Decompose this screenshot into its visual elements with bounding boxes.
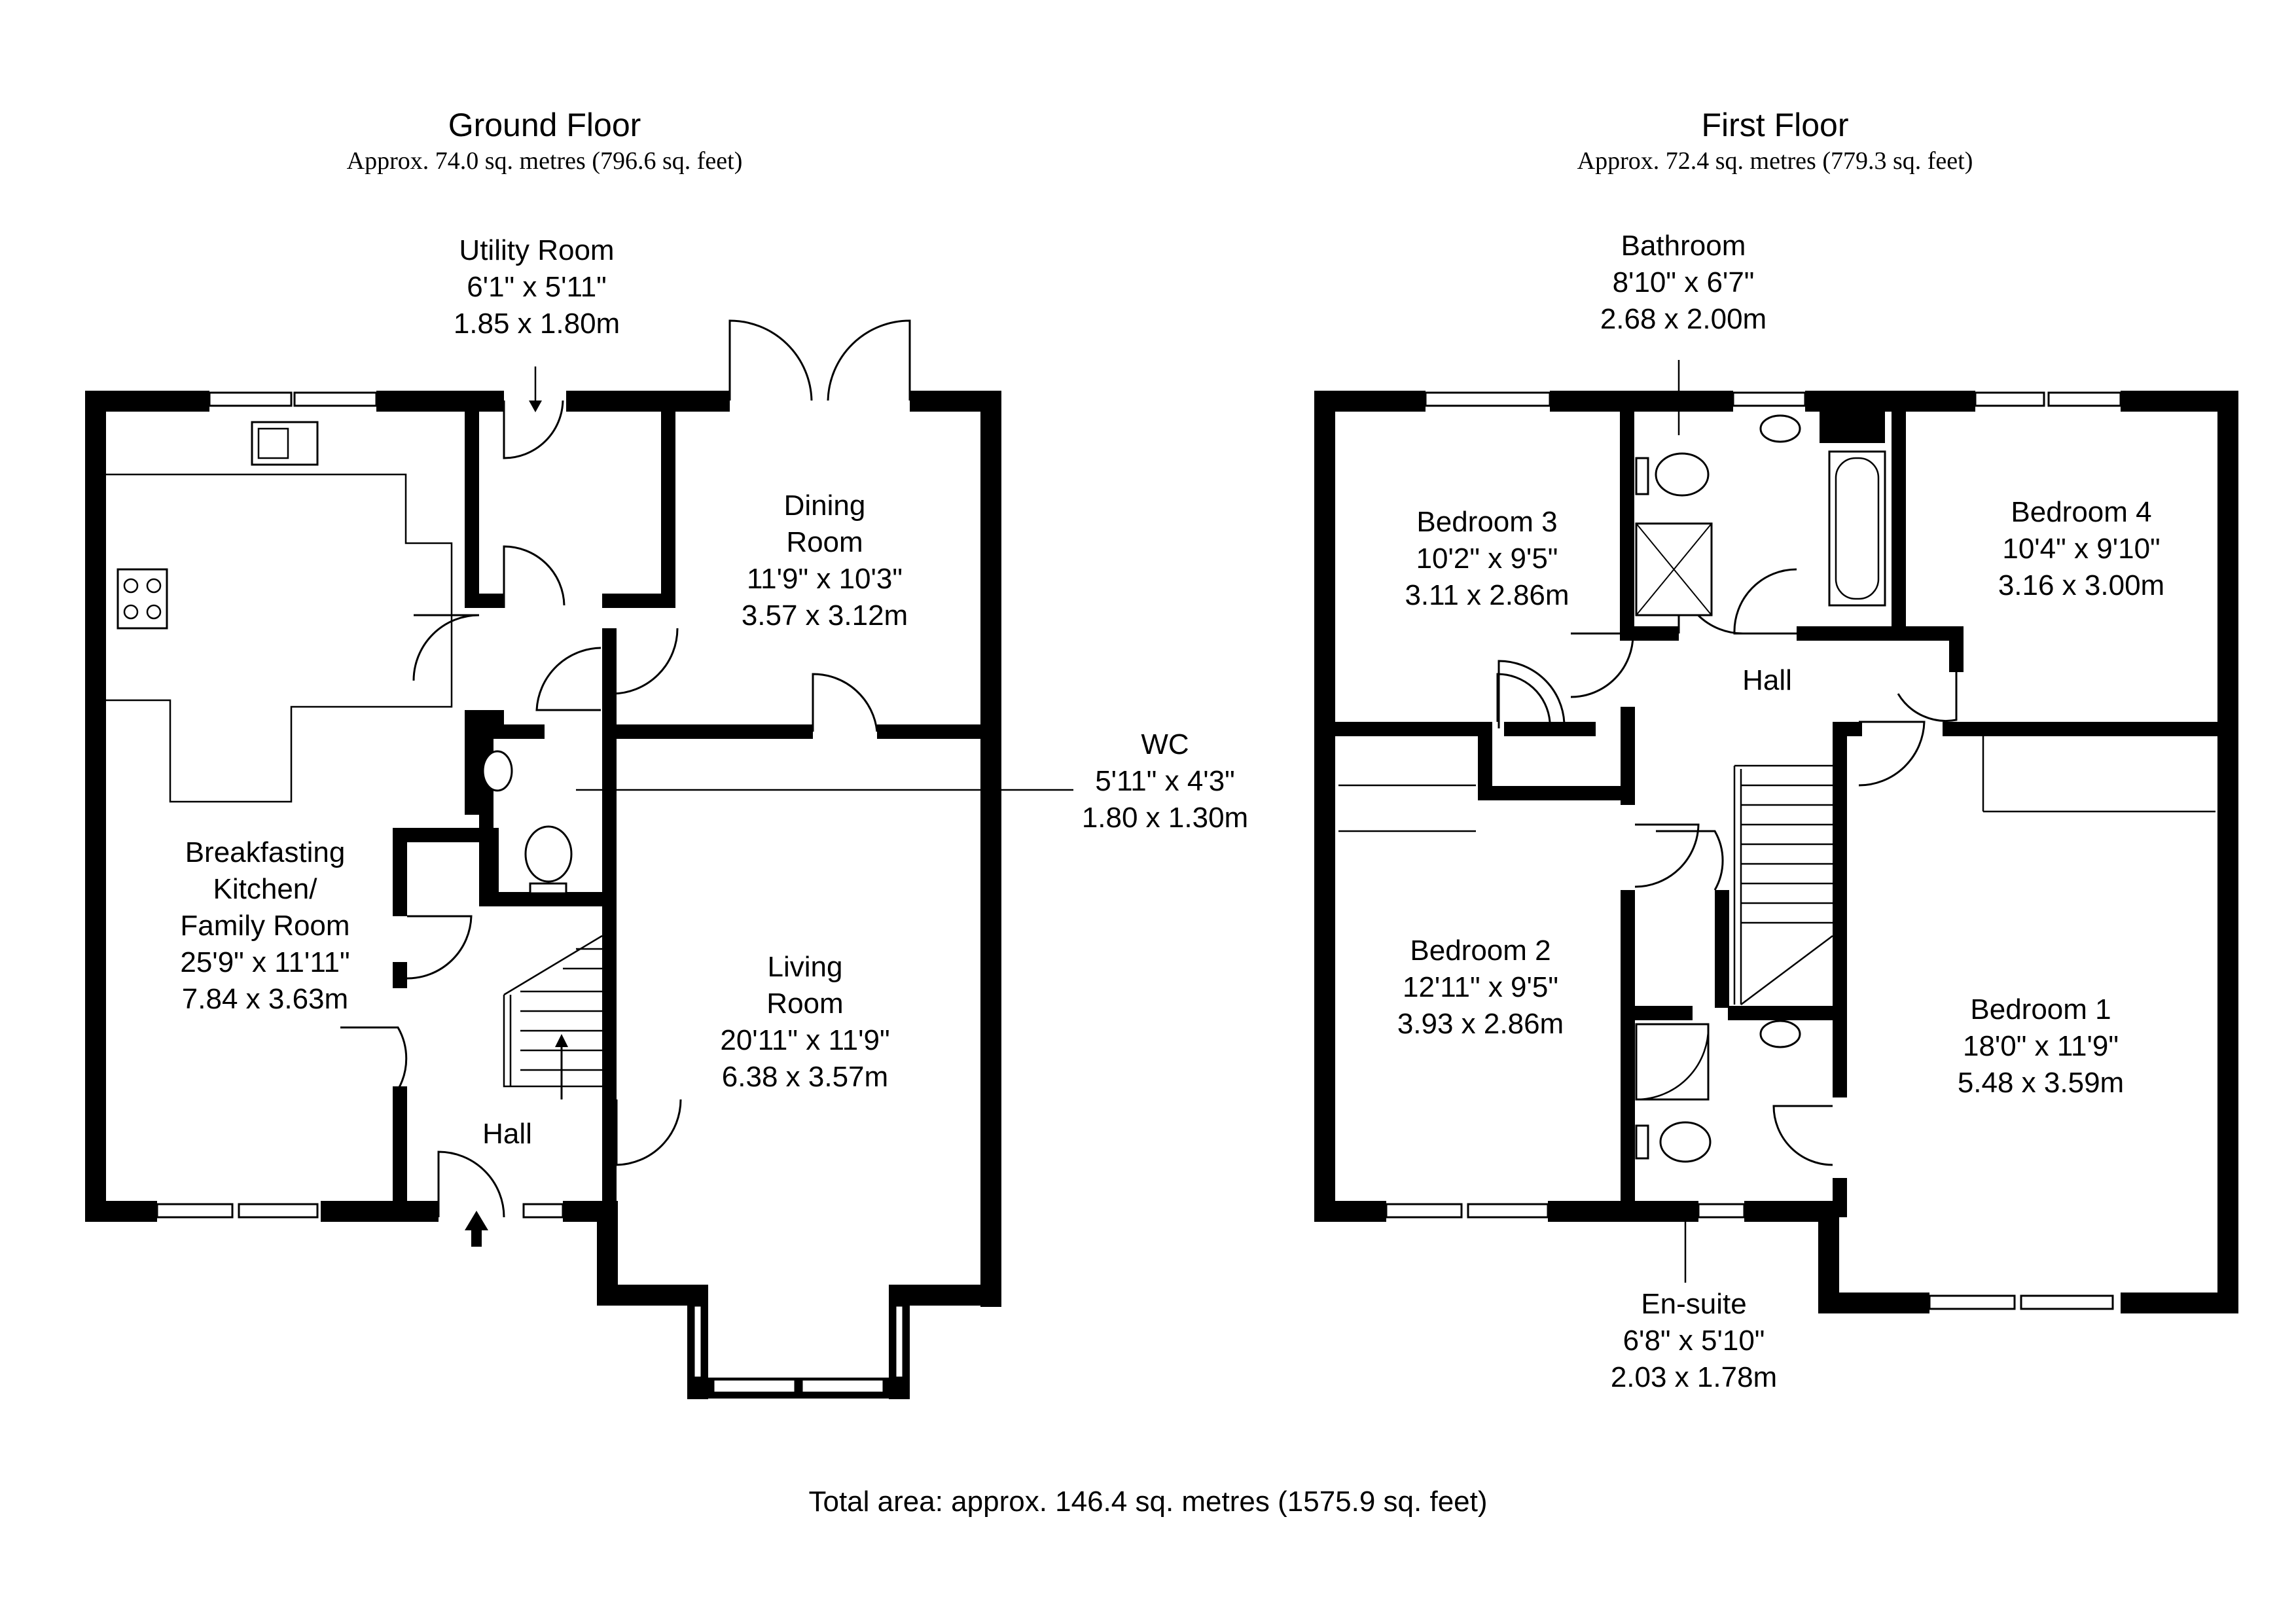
living-room-label: Living Room 20'11" x 11'9" 6.38 x 3.57m (720, 951, 890, 1093)
bedroom-4-label: Bedroom 4 10'4" x 9'10" 3.16 x 3.00m (1998, 496, 2165, 601)
first-floor-header: First Floor Approx. 72.4 sq. metres (779… (1577, 105, 1973, 177)
utility-room-label: Utility Room 6'1" x 5'11" 1.85 x 1.80m (453, 234, 620, 340)
bedroom-3-label: Bedroom 3 10'2" x 9'5" 3.11 x 2.86m (1405, 506, 1570, 611)
en-suite-label: En-suite 6'8" x 5'10" 2.03 x 1.78m (1610, 1288, 1778, 1393)
total-area: Total area: approx. 146.4 sq. metres (15… (808, 1486, 1488, 1518)
dining-room-label: Dining Room 11'9" x 10'3" 3.57 x 3.12m (741, 490, 908, 632)
first-hall-label: Hall (1742, 664, 1792, 696)
first-floor-area: Approx. 72.4 sq. metres (779.3 sq. feet) (1577, 147, 1973, 175)
bathroom-label: Bathroom 8'10" x 6'7" 2.68 x 2.00m (1600, 230, 1767, 335)
breakfasting-kitchen-label: Breakfasting Kitchen/ Family Room 25'9" … (180, 836, 350, 1015)
first-floor-plan (1314, 360, 2238, 1313)
first-floor-title: First Floor (1701, 107, 1849, 143)
ground-floor-area: Approx. 74.0 sq. metres (796.6 sq. feet) (346, 147, 743, 175)
bedroom-1-label: Bedroom 1 18'0" x 11'9" 5.48 x 3.59m (1957, 993, 2125, 1099)
wc-label: WC 5'11" x 4'3" 1.80 x 1.30m (1081, 728, 1249, 834)
ground-floor-header: Ground Floor Approx. 74.0 sq. metres (79… (347, 105, 743, 177)
ground-floor-plan (85, 319, 1073, 1399)
ground-floor-title: Ground Floor (448, 107, 641, 143)
ground-hall-label: Hall (482, 1118, 532, 1150)
bedroom-2-label: Bedroom 2 12'11" x 9'5" 3.93 x 2.86m (1397, 935, 1564, 1040)
